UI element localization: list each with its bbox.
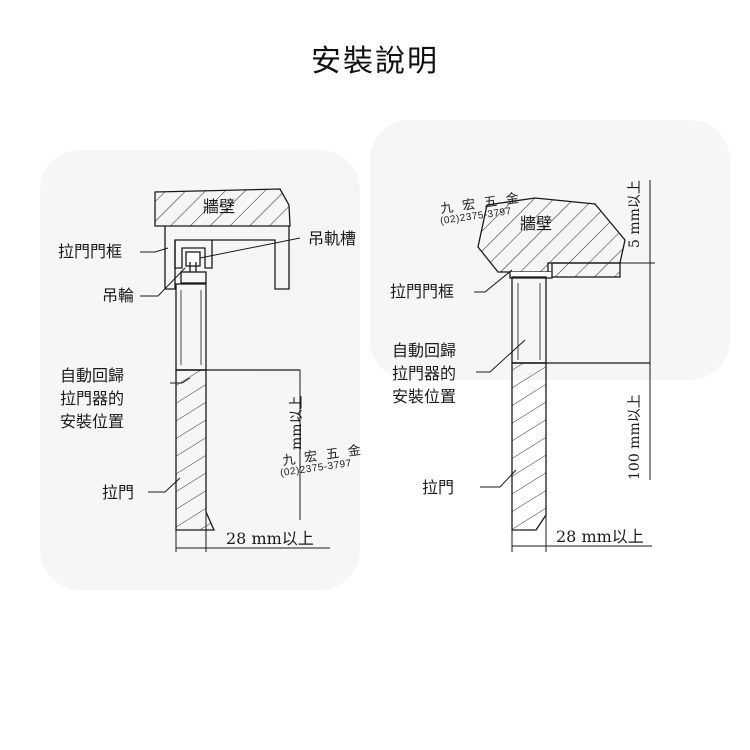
left-hanging-wheel-label: 吊輪 (102, 286, 135, 305)
left-leader-closer (170, 377, 191, 384)
left-leader-frame (140, 247, 169, 253)
right-top-plate (547, 262, 621, 278)
page-title: 安裝說明 (311, 44, 439, 79)
left-hanging-wheel (180, 251, 207, 284)
left-leader-groove (199, 237, 301, 259)
right-closer-line-1: 自動回歸 (392, 341, 457, 360)
left-width-dimension: 28 mm以上 (226, 529, 314, 548)
right-sliding-door-label: 拉門 (422, 478, 455, 497)
left-height-dimension: mm以上 (289, 395, 305, 450)
right-frame-label: 拉門門框 (390, 282, 455, 301)
left-closer-line-2: 拉門器的 (60, 389, 125, 408)
left-closer-position-label: 自動回歸 拉門器的 安裝位置 (60, 364, 124, 433)
left-leader-wheel (140, 267, 186, 297)
left-closer-line-3: 安裝位置 (60, 412, 125, 431)
right-height-dimension: 100 mm以上 (627, 394, 643, 480)
left-diagram (140, 188, 330, 552)
right-wall-label: 牆壁 (520, 214, 553, 233)
left-rail-groove (174, 240, 213, 269)
right-closer-line-3: 安裝位置 (392, 387, 457, 406)
right-leader-door (480, 469, 517, 488)
right-leader-frame (474, 269, 513, 293)
left-wall-label: 牆壁 (203, 197, 236, 216)
left-closer-line-1: 自動回歸 (60, 366, 125, 385)
right-closer-line-2: 拉門器的 (392, 364, 457, 383)
left-sliding-door-label: 拉門 (102, 483, 135, 502)
left-rail-groove-label: 吊軌槽 (308, 229, 357, 248)
left-frame (164, 226, 290, 290)
left-wall (154, 188, 291, 227)
left-door-lower (175, 369, 216, 531)
right-width-dimension: 28 mm以上 (556, 527, 644, 546)
left-frame-label: 拉門門框 (58, 242, 123, 261)
right-closer-position-label: 自動回歸 拉門器的 安裝位置 (392, 339, 456, 408)
right-diagram (474, 180, 655, 552)
left-leader-door (148, 477, 181, 493)
right-leader-closer (476, 339, 526, 373)
right-door-lower (511, 362, 547, 531)
right-top-dimension: 5 mm以上 (627, 180, 643, 248)
